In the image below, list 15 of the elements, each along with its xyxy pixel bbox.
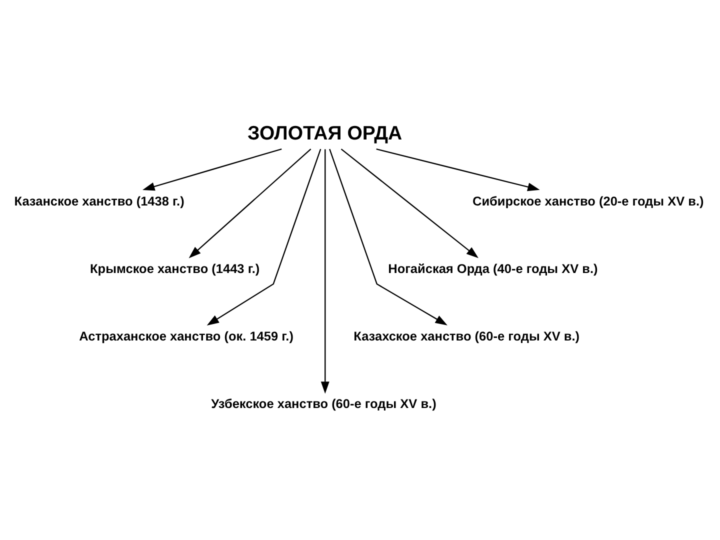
node-text: Сибирское ханство (20-е годы XV в.) [472, 192, 704, 208]
arrow [376, 148, 540, 191]
arrow [320, 148, 330, 394]
node-text: Крымское ханство (1443 г.) [90, 260, 260, 276]
arrow [206, 148, 322, 325]
node-text: Астраханское ханство (ок. 1459 г.) [79, 328, 294, 343]
node-text: Ногайская Орда (40-е годы XV в.) [388, 260, 598, 276]
node-text: Казахское ханство (60-е годы XV в.) [354, 328, 580, 343]
node-text: ЗОЛОТАЯ ОРДА [248, 122, 402, 144]
arrow [329, 148, 448, 325]
arrow [188, 148, 312, 258]
node-text: Казанское ханство (1438 г.) [14, 192, 184, 208]
arrow [340, 148, 478, 258]
node-text: Узбекское ханство (60-е годы XV в.) [211, 395, 436, 410]
arrow [142, 148, 282, 190]
